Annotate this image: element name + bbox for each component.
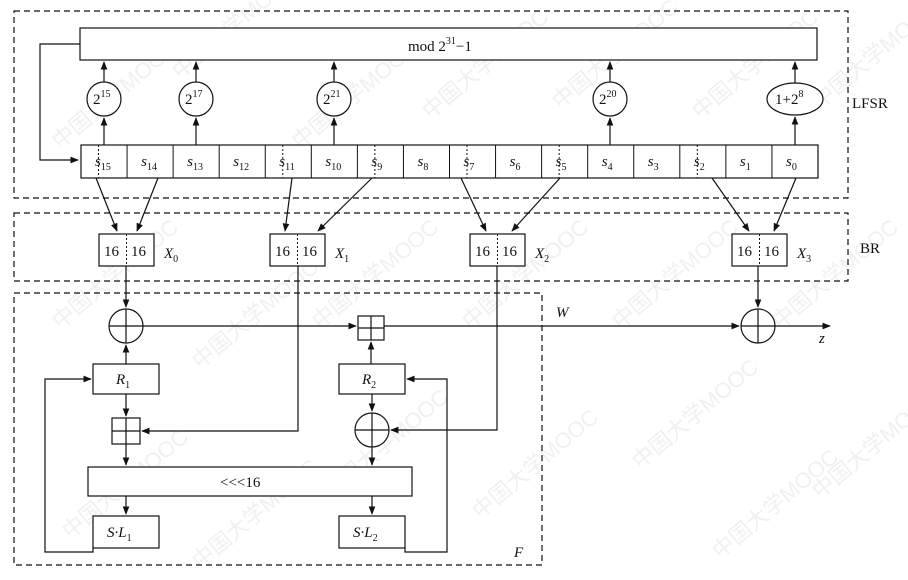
modulus-exponent: 31	[446, 36, 456, 47]
w-label: W	[556, 305, 570, 321]
watermark-text: 中国大学MOOC	[607, 214, 743, 334]
watermark-text: 中国大学MOOC	[807, 384, 908, 504]
register-cell-s8: s8	[417, 154, 428, 173]
register-cell-s12: s12	[233, 154, 249, 173]
watermark-text: 中国大学MOOC	[467, 404, 603, 524]
multiplier-2-15: 215	[86, 81, 122, 117]
br-word-name: X2	[534, 246, 549, 265]
xor-z-operator	[740, 308, 776, 344]
register-cell-s15: s15	[95, 154, 111, 173]
br-word-name: X1	[334, 246, 349, 265]
watermark-text: 中国大学MOOC	[767, 214, 903, 334]
multiplier-2-17: 217	[178, 81, 214, 117]
register-r2: R2	[338, 363, 406, 395]
br-word-lo: 16	[131, 244, 147, 260]
watermark-text: 中国大学MOOC	[627, 354, 763, 474]
sl1-box: S·L1	[92, 515, 160, 549]
br-word-x0: 16 16 X0	[98, 233, 178, 267]
feedback-line	[39, 43, 80, 164]
multiplier-label: 221	[323, 89, 341, 108]
register-cell-s10: s10	[325, 154, 341, 173]
multiplier-2-20: 220	[592, 81, 628, 117]
br-word-lo: 16	[502, 244, 518, 260]
watermark-text: 中国大学MOOC	[457, 214, 593, 334]
sl2-box: S·L2	[338, 515, 406, 549]
rotate-box: <<<16	[87, 466, 413, 497]
svg-text:S·L1: S·L1	[107, 525, 132, 544]
rotate-label: <<<16	[220, 475, 261, 491]
multiplier-label: 1+28	[775, 89, 803, 108]
br-word-lo: 16	[302, 244, 318, 260]
register-cell-s5: s5	[556, 154, 567, 173]
lfsr-register-row: s15 s14 s13 s12 s11 s10 s9 s8 s7 s6 s5 s4 s3 s2 s1 s0	[80, 144, 819, 179]
watermark-text: 中国大学MOOC	[187, 254, 323, 374]
br-word-x1: 16 16 X1	[269, 233, 349, 267]
svg-text:R1: R1	[115, 372, 130, 391]
br-word-x3: 16 16 X3	[731, 233, 811, 267]
multiplier-1-plus-2-8: 1+28	[766, 82, 824, 116]
modulus-tail: −1	[456, 39, 472, 55]
f-function-wiring	[44, 266, 831, 553]
multiplier-2-21: 221	[316, 81, 352, 117]
multiplier-label: 220	[599, 89, 617, 108]
br-word-name: X0	[163, 246, 178, 265]
br-word-hi: 16	[475, 244, 491, 260]
br-word-hi: 16	[104, 244, 120, 260]
br-word-hi: 16	[737, 244, 753, 260]
bit-reorganization-arrows	[95, 177, 797, 232]
br-word-name: X3	[796, 246, 811, 265]
register-cell-s11: s11	[279, 154, 294, 173]
xor-w-operator	[108, 308, 144, 344]
multiplier-label: 215	[93, 89, 111, 108]
register-cell-s3: s3	[648, 154, 659, 173]
modulus-label: mod 231−1	[408, 36, 472, 55]
register-cell-s6: s6	[510, 154, 521, 173]
register-cell-s9: s9	[371, 154, 382, 173]
f-label: F	[513, 545, 524, 561]
br-frame	[13, 212, 849, 282]
register-cell-s7: s7	[464, 154, 475, 173]
z-label: z	[818, 331, 825, 347]
watermark-text: 中国大学MOOC	[417, 4, 553, 124]
register-cell-s2: s2	[694, 154, 705, 173]
add-mod-operator-w	[357, 315, 385, 341]
f-frame	[13, 292, 543, 566]
br-word-lo: 16	[764, 244, 780, 260]
register-r1: R1	[92, 363, 160, 395]
lfsr-label: LFSR	[852, 96, 888, 112]
br-word-x2: 16 16 X2	[469, 233, 549, 267]
br-label: BR	[860, 241, 880, 257]
modulus-text: mod 2	[408, 39, 446, 55]
register-cell-s14: s14	[141, 154, 157, 173]
register-cell-s0: s0	[786, 154, 797, 173]
register-cell-s4: s4	[602, 154, 613, 173]
svg-text:R2: R2	[361, 372, 376, 391]
register-cell-s13: s13	[187, 154, 203, 173]
br-word-hi: 16	[275, 244, 291, 260]
svg-text:S·L2: S·L2	[353, 525, 378, 544]
register-cell-s1: s1	[740, 154, 751, 173]
multiplier-label: 217	[185, 89, 203, 108]
xor-r2-operator	[354, 412, 390, 448]
multiplier-arrows	[100, 61, 799, 145]
add-mod-operator-r1	[111, 417, 141, 445]
